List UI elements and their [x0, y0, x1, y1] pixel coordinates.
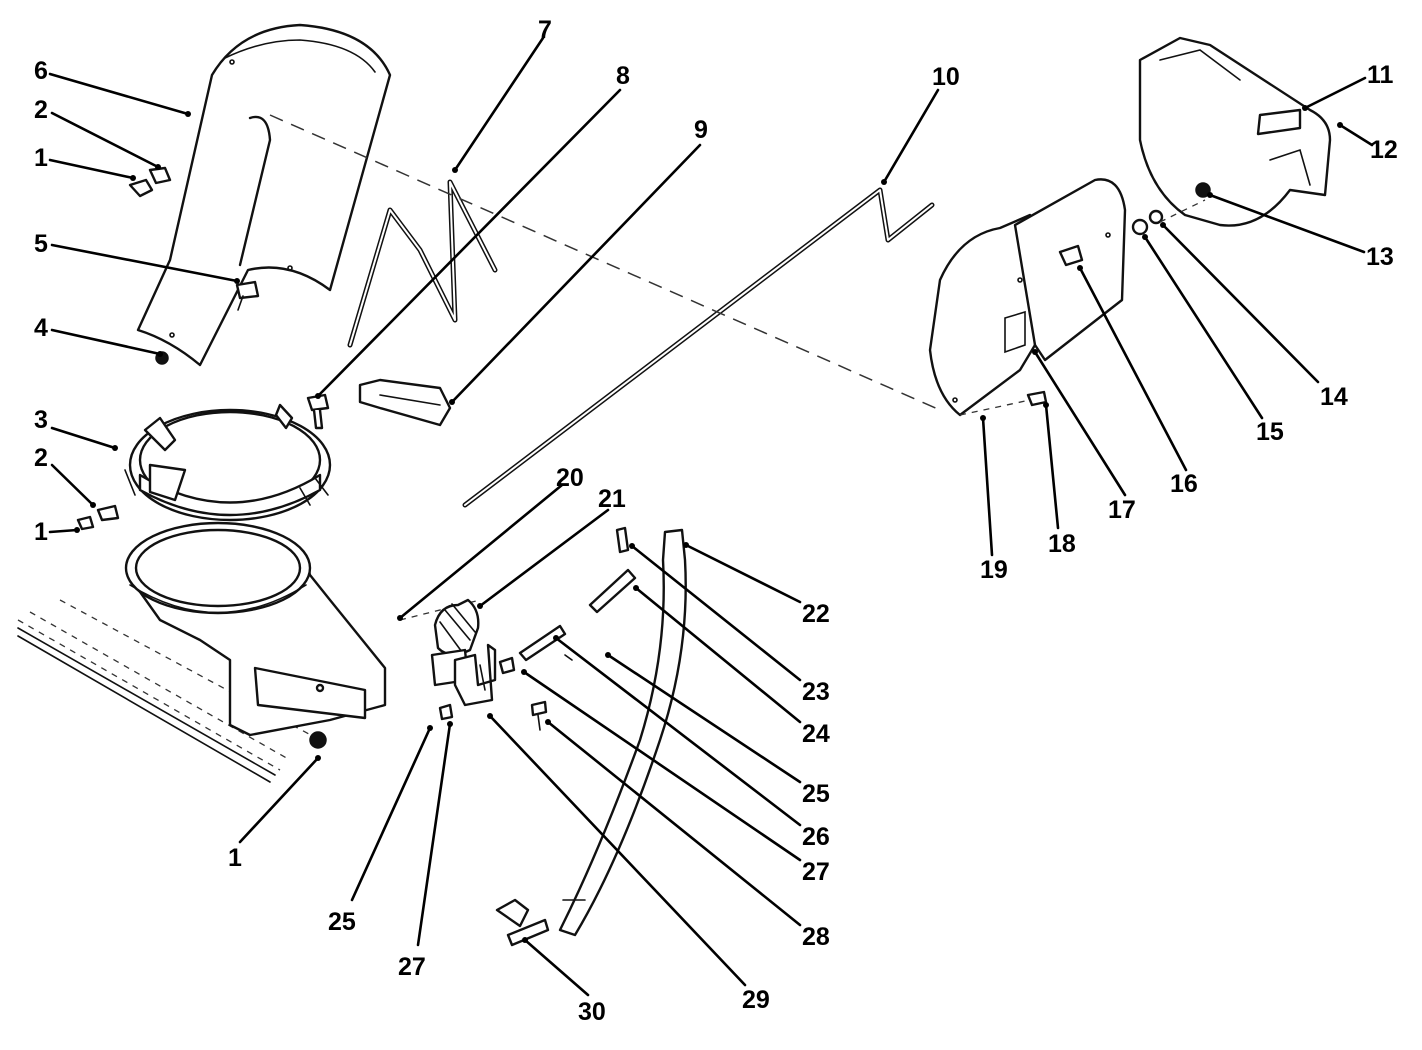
callout-1-base: 1 [228, 844, 242, 872]
callout-27-lower: 27 [398, 953, 426, 981]
callout-17: 17 [1108, 496, 1136, 524]
callout-5: 5 [34, 230, 48, 258]
deflector [928, 178, 1127, 417]
callout-6: 6 [34, 57, 48, 85]
callout-14: 14 [1320, 383, 1348, 411]
callout-30: 30 [578, 998, 606, 1026]
callout-1: 1 [34, 144, 48, 172]
callout-11: 11 [1367, 61, 1394, 89]
callout-19: 19 [980, 556, 1008, 584]
callout-13: 13 [1366, 243, 1394, 271]
callout-10: 10 [932, 63, 960, 91]
callout-23: 23 [802, 678, 830, 706]
deflector-wire-spring [347, 179, 498, 348]
callout-16: 16 [1170, 470, 1198, 498]
callout-1-lower: 1 [34, 518, 48, 546]
callout-2: 2 [34, 96, 48, 124]
callout-15: 15 [1256, 418, 1284, 446]
callout-24: 24 [802, 720, 830, 748]
callout-2-lower: 2 [34, 444, 48, 472]
pins [438, 526, 637, 731]
callout-8: 8 [616, 62, 630, 90]
callout-7: 7 [538, 16, 552, 44]
callout-leaders [48, 36, 1374, 997]
callout-22: 22 [802, 600, 830, 628]
callout-20: 20 [556, 464, 584, 492]
bracket-9 [358, 378, 452, 427]
callout-21: 21 [598, 485, 626, 513]
callout-29: 29 [742, 986, 770, 1014]
callout-labels: 6 2 1 5 4 3 2 1 7 8 9 10 11 12 13 14 15 … [34, 16, 1398, 1026]
callout-26: 26 [802, 823, 830, 851]
callout-4: 4 [34, 314, 48, 342]
housing-base [17, 521, 387, 783]
hardware-upper-left [76, 166, 327, 749]
callout-9: 9 [694, 116, 708, 144]
assembly-lines [269, 114, 1206, 621]
crank-handle [495, 528, 687, 947]
callout-27: 27 [802, 858, 830, 886]
callout-12: 12 [1370, 136, 1398, 164]
deflector-cap [1138, 36, 1332, 227]
upper-chute [136, 23, 392, 367]
callout-25: 25 [802, 780, 830, 808]
mount-bracket [453, 643, 497, 707]
chute-ring [124, 403, 332, 522]
bolt-8 [306, 393, 330, 430]
hardware-deflector [1026, 209, 1164, 407]
control-rod [462, 187, 935, 508]
callout-3: 3 [34, 406, 48, 434]
callout-28: 28 [802, 923, 830, 951]
callout-25-lower: 25 [328, 908, 356, 936]
callout-18: 18 [1048, 530, 1076, 558]
